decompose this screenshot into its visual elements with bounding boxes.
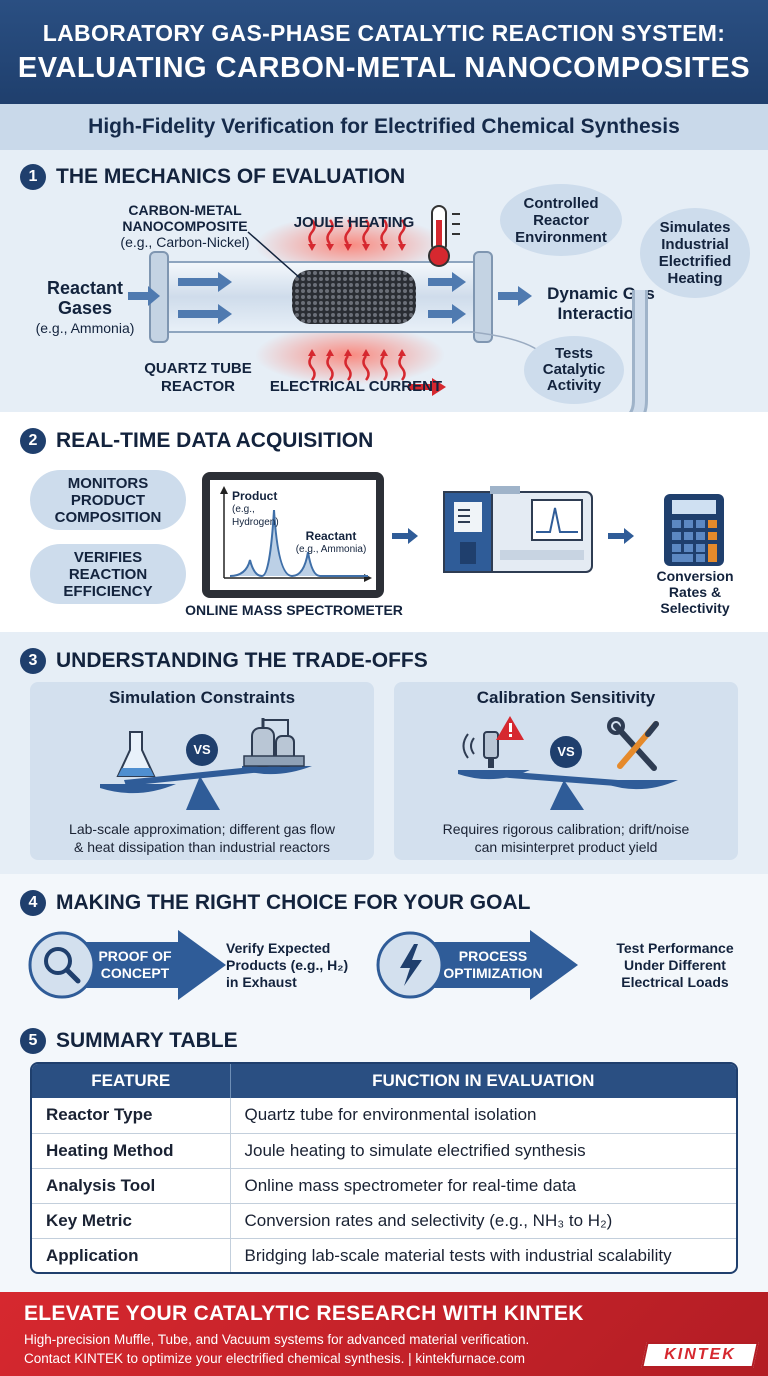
dynamic-gas-label: Dynamic Gas Interaction (547, 284, 655, 323)
screen-product-label: Product (e.g., Hydrogen) (232, 489, 279, 529)
spectrometer-screen (202, 472, 384, 598)
feature-cell: Heating Method (32, 1133, 231, 1168)
feature-cell: Analysis Tool (32, 1168, 231, 1203)
section-title: UNDERSTANDING THE TRADE-OFFS (56, 649, 428, 672)
table-row: Analysis Tool Online mass spectrometer fo… (32, 1168, 736, 1203)
section-title: THE MECHANICS OF EVALUATION (56, 165, 406, 188)
mass-spectrometer-label: ONLINE MASS SPECTROMETER (185, 602, 403, 618)
wrench-screwdriver-icon (607, 717, 659, 771)
column-header: FUNCTION IN EVALUATION (372, 1071, 595, 1090)
section-title: REAL-TIME DATA ACQUISITION (56, 429, 374, 452)
reactor-diagram (128, 205, 549, 396)
section-number: 4 (20, 890, 46, 916)
vs-badge: VS (557, 744, 575, 759)
nanocomposite-pointer (247, 231, 301, 279)
goal-description: Test Performance Under Different Electri… (616, 940, 734, 990)
calculator-icon (664, 494, 724, 566)
feature-cell: Key Metric (32, 1203, 231, 1238)
section-heading: 3 UNDERSTANDING THE TRADE-OFFS (20, 648, 428, 674)
heat-waves-bottom (308, 355, 406, 381)
panel-description: Lab-scale approximation; different gas f… (69, 821, 335, 855)
footer-banner: ELEVATE YOUR CATALYTIC RESEARCH WITH KIN… (0, 1292, 768, 1376)
section-title: SUMMARY TABLE (56, 1029, 238, 1052)
function-cell: Quartz tube for environmental isolation (244, 1105, 537, 1125)
section-number: 3 (20, 648, 46, 674)
footer-headline: ELEVATE YOUR CATALYTIC RESEARCH WITH KIN… (24, 1302, 584, 1325)
function-cell: Conversion rates and selectivity (e.g., … (244, 1210, 613, 1230)
goal-description: Verify Expected Products (e.g., H₂) in E… (226, 940, 349, 990)
goal-arrow-optimization (376, 930, 578, 1000)
section-title: MAKING THE RIGHT CHOICE FOR YOUR GOAL (56, 891, 531, 914)
electrical-current-label: ELECTRICAL CURRENT (269, 378, 443, 395)
heat-waves-top (308, 219, 406, 245)
table-row: Application Bridging lab-scale material t… (32, 1238, 736, 1272)
title-line-2: EVALUATING CARBON-METAL NANOCOMPOSITES (17, 52, 751, 84)
section-heading: 4 MAKING THE RIGHT CHOICE FOR YOUR GOAL (20, 890, 530, 916)
quartz-tube-label: QUARTZ TUBE REACTOR (144, 360, 252, 395)
section-number: 1 (20, 164, 46, 190)
balance-scale-icon (100, 718, 312, 810)
section-summary-table: 5 SUMMARY TABLE FEATURE FUNCTION IN EVALU… (0, 1016, 768, 1292)
gas-inflow-arrows (128, 272, 532, 324)
section-number: 2 (20, 428, 46, 454)
panel-title: Calibration Sensitivity (476, 688, 656, 707)
summary-table: FEATURE FUNCTION IN EVALUATION Reactor T… (30, 1062, 738, 1274)
kintek-logo[interactable]: KINTEK (641, 1342, 759, 1368)
vs-badge: VS (193, 742, 211, 757)
goal-label: PROOF OF CONCEPT (98, 948, 172, 981)
section-number: 5 (20, 1028, 46, 1054)
title-line-1: LABORATORY GAS-PHASE CATALYTIC REACTION … (42, 20, 726, 46)
balance-scale-icon (458, 716, 678, 810)
joule-heating-label: JOULE HEATING (293, 214, 415, 231)
flow-arrow-icon (608, 528, 634, 544)
magnifier-icon (44, 947, 81, 984)
thermometer-icon (428, 205, 460, 267)
tube-flange-right (473, 251, 493, 343)
function-cell: Bridging lab-scale material tests with i… (244, 1245, 672, 1265)
goal-arrow-proof (28, 930, 226, 1000)
panel-title: Simulation Constraints (108, 688, 296, 707)
section-right-choice: 4 MAKING THE RIGHT CHOICE FOR YOUR GOAL P… (0, 874, 768, 1016)
header-banner: LABORATORY GAS-PHASE CATALYTIC REACTION … (0, 0, 768, 104)
lightning-icon (400, 944, 422, 986)
current-arrow-icon (408, 378, 446, 396)
goal-label: PROCESS OPTIMIZATION (443, 948, 543, 981)
feature-cell: Application (32, 1238, 231, 1272)
sensor-warning-icon (462, 716, 524, 768)
table-row: Reactor Type Quartz tube for environmenta… (32, 1098, 736, 1133)
reactant-gases-label: Reactant Gases (e.g., Ammonia) (35, 278, 135, 336)
flow-arrow-icon (392, 528, 418, 544)
table-row: Heating Method Joule heating to simulate … (32, 1133, 736, 1168)
feature-cell: Reactor Type (32, 1098, 231, 1133)
column-header: FEATURE (32, 1064, 231, 1098)
section-heading: 1 THE MECHANICS OF EVALUATION (20, 164, 405, 190)
function-cell: Online mass spectrometer for real-time d… (244, 1175, 577, 1195)
table-row: Key Metric Conversion rates and selectivi… (32, 1203, 736, 1238)
section-mechanics: 1 THE MECHANICS OF EVALUATION (0, 150, 768, 412)
section-trade-offs: 3 UNDERSTANDING THE TRADE-OFFS Simulation… (0, 632, 768, 874)
nanocomposite-label: CARBON-METAL NANOCOMPOSITE (e.g., Carbon… (120, 202, 250, 250)
section-heading: 2 REAL-TIME DATA ACQUISITION (20, 428, 373, 454)
nanocomposite-sample (292, 270, 416, 324)
industrial-reactor-icon (243, 718, 305, 767)
conversion-rates-label: Conversion Rates & Selectivity (656, 568, 734, 616)
flask-icon (116, 731, 156, 777)
section-heading: 5 SUMMARY TABLE (20, 1028, 238, 1054)
panel-description: Requires rigorous calibration; drift/noi… (442, 821, 690, 855)
subtitle: High-Fidelity Verification for Electrifi… (0, 104, 768, 150)
footer-text: High-precision Muffle, Tube, and Vacuum … (24, 1332, 530, 1366)
panel-simulation-constraints: Simulation Constraints VS Lab-scale appr… (30, 682, 374, 860)
function-cell: Joule heating to simulate electrified sy… (244, 1140, 586, 1160)
panel-calibration-sensitivity: Calibration Sensitivity VS Requires rigo… (394, 682, 738, 860)
screen-reactant-label: Reactant (e.g., Ammonia) (295, 529, 367, 556)
analyzer-instrument-icon (443, 486, 593, 573)
